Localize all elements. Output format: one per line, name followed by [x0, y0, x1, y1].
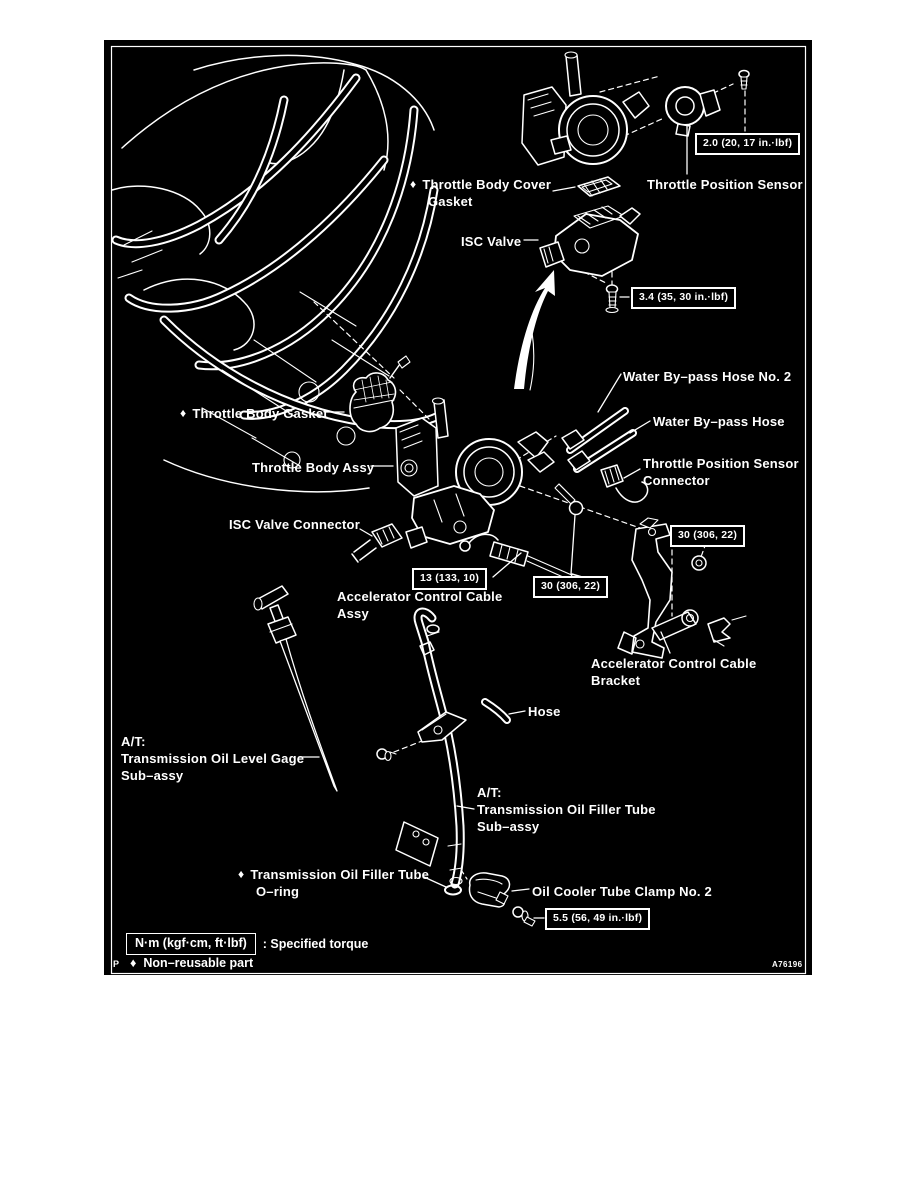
label-filler-tube-oring: ♦ Transmission Oil Filler Tube O–ring: [238, 866, 429, 900]
bracket-nut-icon: [691, 555, 707, 571]
label-water-bypass-hose-no2: Water By–pass Hose No. 2: [623, 369, 792, 384]
label-isc-valve: ISC Valve: [461, 234, 522, 249]
torque-box-body-bolt: 30 (306, 22): [533, 576, 609, 598]
exploded-view-figure: 2.0 (20, 17 in.·lbf) 3.4 (35, 30 in.·lbf…: [104, 40, 812, 975]
non-reusable-diamond-icon: ♦: [238, 867, 245, 881]
label-line: Transmission Oil Filler Tube: [250, 867, 430, 882]
non-reusable-diamond-icon: ♦: [410, 177, 417, 191]
oring-drawing: [444, 884, 462, 896]
label-line: O–ring: [256, 884, 300, 900]
throttle-position-sensor-drawing: [665, 86, 721, 137]
label-line: Transmission Oil Level Gage: [121, 751, 305, 767]
mounting-bolt-icon: [554, 483, 584, 575]
label-line: Connector: [643, 473, 710, 489]
cover-gasket-drawing: [577, 176, 621, 197]
label-line: Bracket: [591, 673, 641, 689]
label-throttle-body-cover-gasket: ♦ Throttle Body Cover Gasket: [410, 176, 551, 210]
label-at-filler-tube: A/T: Transmission Oil Filler Tube Sub–as…: [477, 784, 656, 835]
label-tps-connector: Throttle Position Sensor Connector: [643, 455, 799, 489]
scan-frame: [110, 45, 807, 975]
label-line: Sub–assy: [121, 768, 184, 784]
leader-lines: [298, 125, 688, 919]
legend-specified-torque: N·m (kgf·cm, ft·lbf) : Specified torque: [126, 933, 368, 955]
torque-box-bracket-nut: 30 (306, 22): [670, 525, 746, 547]
filler-bracket-bolt-icon: [376, 748, 397, 762]
label-line: A/T:: [121, 734, 146, 749]
label-hose: Hose: [528, 704, 561, 719]
level-gage-drawing: [253, 585, 338, 792]
isc-connector-drawing: [351, 523, 403, 563]
label-line: Gasket: [428, 194, 473, 210]
non-reusable-diamond-icon: ♦: [130, 956, 137, 970]
tps-connector-drawing: [600, 464, 649, 503]
figure-code: A76196: [772, 960, 803, 969]
legend-non-reusable-text: Non–reusable part: [143, 956, 254, 970]
label-line: Throttle Position Sensor: [643, 456, 799, 471]
torque-box-clamp-screw: 5.5 (56, 49 in.·lbf): [545, 908, 651, 930]
throttle-body-main-drawing: [395, 397, 555, 549]
label-line: Transmission Oil Filler Tube: [477, 802, 656, 818]
torque-box-isc-screw: 3.4 (35, 30 in.·lbf): [631, 287, 737, 309]
filler-tube-drawing: [395, 607, 467, 889]
label-line: Sub–assy: [477, 819, 540, 835]
label-line: A/T:: [477, 785, 502, 800]
label-accel-control-cable-bracket: Accelerator Control Cable Bracket: [591, 655, 756, 689]
torque-box-tps-screw: 2.0 (20, 17 in.·lbf): [695, 133, 801, 155]
oil-cooler-clamp-drawing: [468, 872, 511, 908]
legend-torque-desc: : Specified torque: [262, 936, 369, 951]
page-letter: P: [113, 959, 120, 969]
label-line: Assy: [337, 606, 369, 622]
label-water-bypass-hose: Water By–pass Hose: [653, 414, 785, 429]
label-throttle-body-gasket: ♦ Throttle Body Gasket: [180, 405, 328, 422]
install-direction-arrow: [514, 270, 555, 389]
label-accel-control-cable-assy: Accelerator Control Cable Assy: [337, 588, 502, 622]
legend-non-reusable: ♦ Non–reusable part: [130, 956, 253, 971]
accel-bracket-drawing: [617, 517, 747, 659]
arrow-tail-line: [529, 331, 535, 391]
engine-drawing: [111, 54, 445, 493]
clamp-screw-icon: [512, 906, 536, 927]
label-isc-valve-connector: ISC Valve Connector: [229, 517, 360, 532]
label-oil-cooler-tube-clamp: Oil Cooler Tube Clamp No. 2: [532, 884, 712, 899]
isc-screw-icon: [605, 284, 619, 314]
hose-drawing: [481, 698, 511, 724]
label-line: Throttle Body Cover: [422, 177, 552, 192]
throttle-body-upper-drawing: [521, 51, 650, 166]
isc-valve-drawing: [539, 205, 641, 277]
label-throttle-position-sensor: Throttle Position Sensor: [647, 177, 803, 192]
torque-box-cable-nut: 13 (133, 10): [412, 568, 488, 590]
label-line: Accelerator Control Cable: [591, 656, 757, 671]
label-line: Throttle Body Gasket: [192, 406, 328, 421]
legend-torque-box: N·m (kgf·cm, ft·lbf): [126, 933, 256, 955]
label-at-level-gage: A/T: Transmission Oil Level Gage Sub–ass…: [121, 733, 304, 784]
tps-screw-icon: [738, 69, 750, 90]
non-reusable-diamond-icon: ♦: [180, 406, 187, 420]
body-gasket-drawing: [349, 355, 411, 433]
diagram-artwork: [110, 45, 807, 975]
water-bypass-hoses-drawing: [561, 407, 637, 473]
label-throttle-body-assy: Throttle Body Assy: [252, 460, 375, 475]
label-line: Accelerator Control Cable: [337, 589, 503, 604]
